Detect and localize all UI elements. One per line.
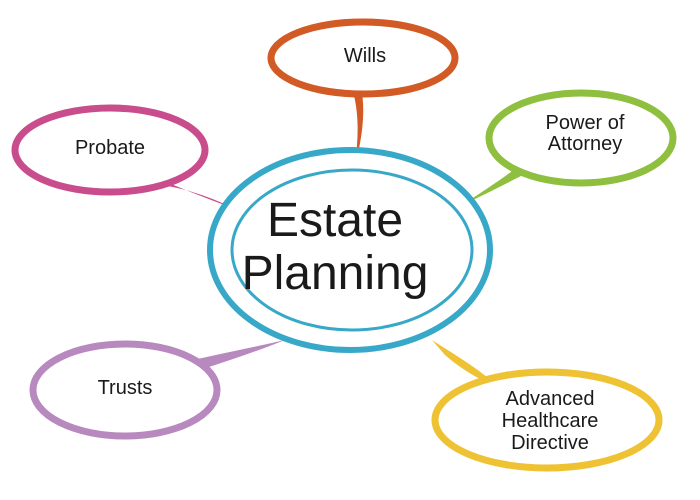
center-outer-ring — [207, 147, 493, 353]
trusts-bubble — [29, 340, 221, 440]
wills-bubble — [267, 18, 459, 98]
power-of-attorney-bubble — [485, 89, 677, 187]
probate-connector — [150, 175, 238, 210]
advanced-healthcare-directive-label: Advanced Healthcare Directive — [501, 388, 599, 454]
probate-label: Probate — [74, 137, 146, 159]
wills-connector — [352, 88, 364, 165]
power-of-attorney-label: Power of Attorney — [545, 112, 625, 155]
advanced-healthcare-directive-bubble — [431, 368, 663, 472]
center-topic-label: Estate Planning — [241, 194, 429, 300]
wills-label: Wills — [343, 45, 387, 67]
probate-bubble — [11, 104, 209, 196]
center-inner-ring — [230, 168, 474, 332]
trusts-label: Trusts — [97, 377, 153, 399]
advanced-healthcare-directive-connector — [432, 340, 500, 388]
